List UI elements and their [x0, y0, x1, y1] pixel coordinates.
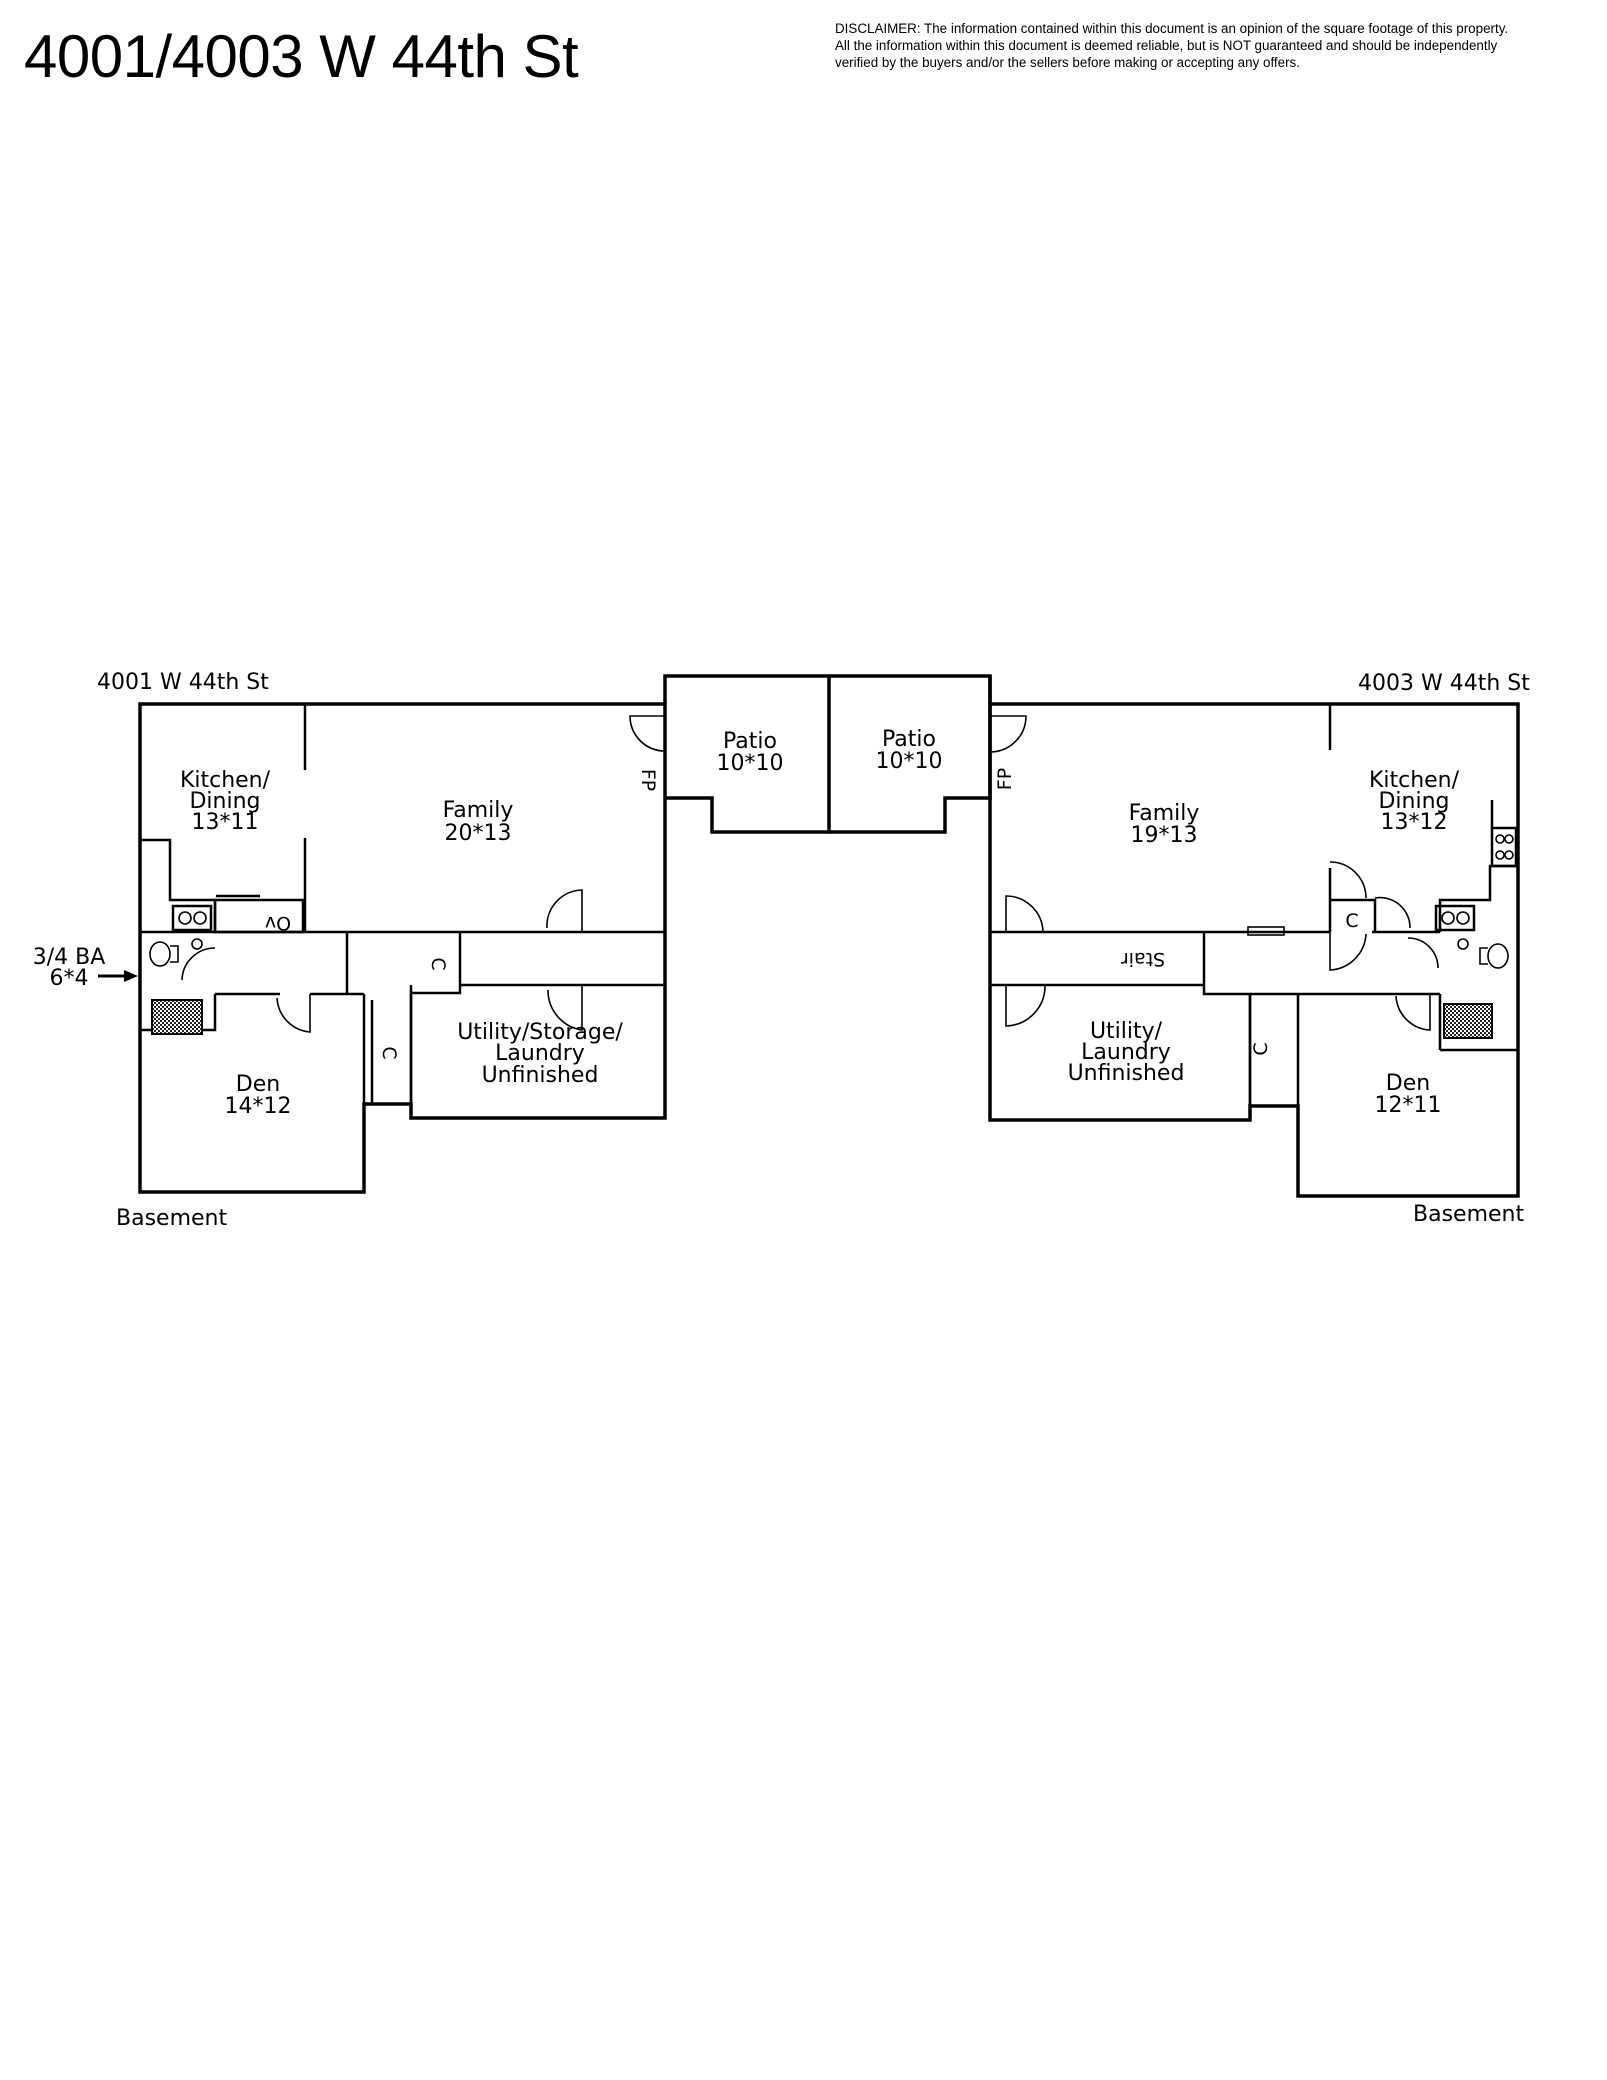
left-level-label: Basement: [116, 1206, 227, 1231]
left-fireplace-label: FP: [637, 769, 659, 791]
left-door-fp: [629, 715, 666, 752]
left-den-size: 14*12: [225, 1094, 292, 1119]
right-door-bath: [1407, 937, 1439, 969]
right-closet-2-label: C: [1250, 1042, 1272, 1055]
right-utility-label-3: Unfinished: [1068, 1061, 1185, 1086]
page-title: 4001/4003 W 44th St: [24, 23, 579, 90]
right-level-label: Basement: [1413, 1202, 1524, 1227]
right-door-kitchen: [1374, 896, 1411, 929]
left-patio-size: 10*10: [717, 751, 784, 776]
right-family-size: 19*13: [1131, 823, 1198, 848]
right-toilet-icon: [1487, 943, 1509, 969]
left-family-label: Family: [443, 798, 514, 823]
left-kitchen-size: 13*11: [192, 810, 259, 835]
left-utility-label-1: Utility/Storage/: [457, 1020, 623, 1045]
left-kitchen-label-1: Kitchen/: [180, 768, 271, 793]
left-kitchen-bottom: [140, 838, 217, 932]
right-address-label: 4003 W 44th St: [1358, 671, 1530, 696]
right-door-family: [1005, 895, 1044, 933]
left-patio-label: Patio: [723, 729, 777, 754]
left-bath-size: 6*4: [50, 966, 89, 991]
right-sink-bowl-2: [1456, 911, 1470, 925]
right-fireplace-label: FP: [994, 768, 1016, 790]
right-door-closet-2: [1329, 932, 1367, 971]
left-sink-bowl-2: [193, 911, 207, 925]
right-family-label: Family: [1129, 801, 1200, 826]
right-unit-plan: [988, 702, 1520, 1198]
left-family-size: 20*13: [445, 821, 512, 846]
right-patio-wall: [829, 674, 992, 834]
right-window-marker: [1247, 926, 1285, 936]
right-patio-label: Patio: [882, 727, 936, 752]
right-den-size: 12*11: [1375, 1093, 1442, 1118]
left-address-label: 4001 W 44th St: [97, 670, 269, 695]
left-door-family: [546, 889, 583, 932]
right-door-fp: [989, 715, 1027, 753]
left-utility-label-2: Laundry: [495, 1041, 585, 1066]
right-kitchen-closet: [1330, 898, 1377, 932]
left-closet-1-label: C: [427, 957, 449, 970]
right-stove: [1490, 826, 1518, 868]
right-stair-label: Stair: [1121, 948, 1165, 970]
left-toilet-tank: [170, 945, 179, 963]
right-toilet-tank: [1479, 947, 1488, 965]
right-sink: [1434, 904, 1476, 932]
right-den-label: Den: [1386, 1071, 1430, 1096]
disclaimer-line-3: verified by the buyers and/or the seller…: [835, 55, 1300, 70]
left-toilet-icon: [149, 941, 171, 967]
left-bath-label: 3/4 BA: [33, 945, 106, 970]
patios-plan: [663, 674, 992, 834]
left-sink: [171, 904, 213, 932]
left-bath-sink-icon: [191, 938, 203, 950]
left-counter: [213, 898, 305, 934]
disclaimer-line-1: DISCLAIMER: The information contained wi…: [835, 21, 1509, 36]
left-den-label: Den: [236, 1072, 280, 1097]
left-sink-bowl-1: [178, 911, 192, 925]
right-stove-burner-2: [1504, 834, 1514, 844]
left-kitchen-label-2: Dining: [189, 789, 260, 814]
right-stove-burner-4: [1504, 850, 1514, 860]
right-sink-bowl-1: [1441, 911, 1455, 925]
right-shower-icon: [1443, 1003, 1493, 1039]
left-door-den: [276, 994, 311, 1033]
left-oven-label: Ov: [265, 912, 291, 934]
left-bath-arrowhead-icon: [124, 970, 138, 982]
right-stove-burner-3: [1495, 850, 1505, 860]
right-patio-size: 10*10: [876, 749, 943, 774]
right-stove-burner-1: [1495, 834, 1505, 844]
right-utility-label-1: Utility/: [1090, 1019, 1163, 1044]
right-bath-walls: [1438, 994, 1518, 1052]
left-closet-2-label: C: [378, 1046, 400, 1059]
disclaimer-line-2: All the information within this document…: [835, 38, 1498, 53]
left-door-utility: [547, 985, 583, 1031]
right-utility-label-2: Laundry: [1081, 1040, 1171, 1065]
left-hallway-wall-bottom: [215, 992, 413, 1104]
right-bath-sink-icon: [1457, 938, 1469, 950]
left-unit-plan: [98, 702, 667, 1194]
right-kitchen-label-1: Kitchen/: [1369, 768, 1460, 793]
right-closet-1-label: C: [1345, 910, 1358, 932]
right-door-closet: [1329, 861, 1367, 899]
left-utility-label-3: Unfinished: [482, 1063, 599, 1088]
left-door-bath: [181, 947, 216, 981]
disclaimer: DISCLAIMER: The information contained wi…: [835, 20, 1605, 71]
right-door-den: [1395, 994, 1431, 1031]
right-closet-wall: [1250, 992, 1440, 1106]
right-kitchen-size: 13*12: [1381, 810, 1448, 835]
left-shower-icon: [151, 999, 203, 1035]
right-kitchen-label-2: Dining: [1378, 789, 1449, 814]
right-door-utility: [1005, 985, 1046, 1027]
